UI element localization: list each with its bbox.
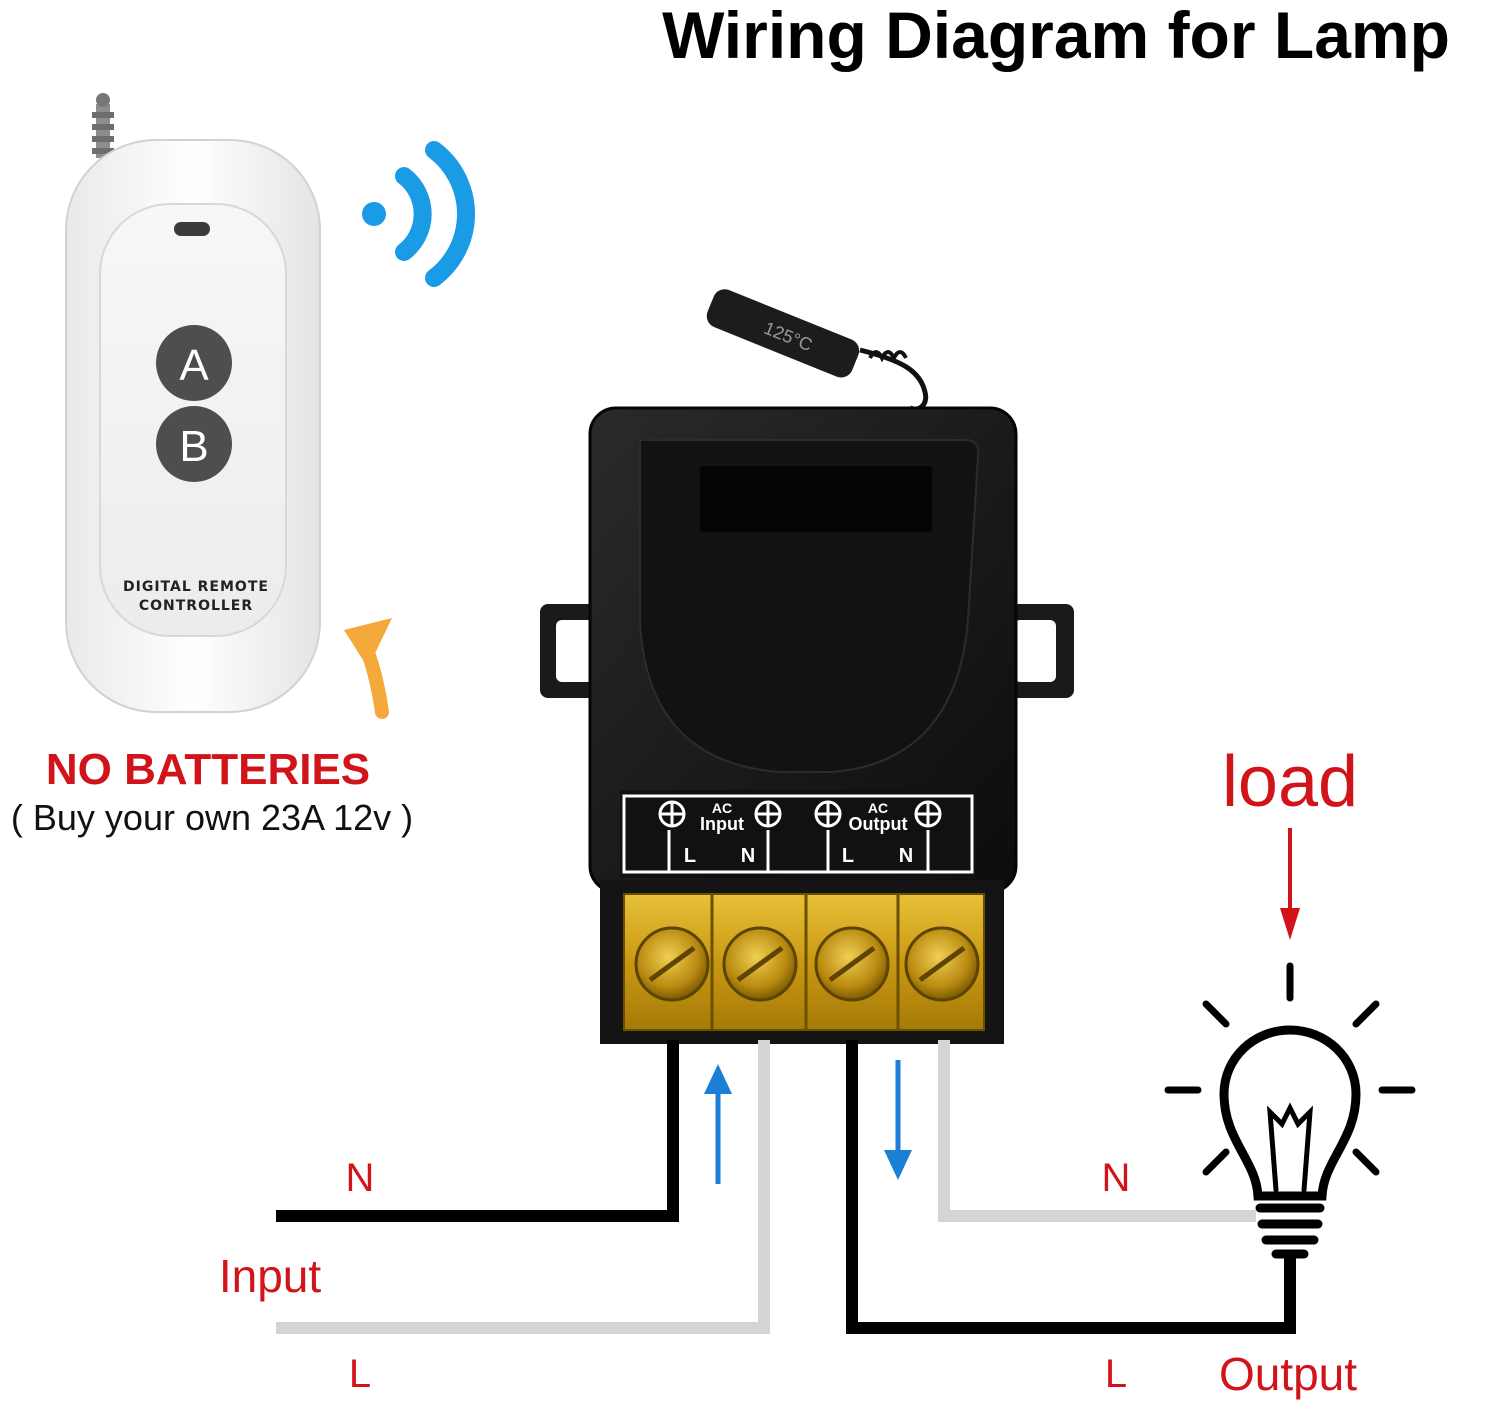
input-n-wire xyxy=(276,1040,679,1222)
remote-button-a-label: A xyxy=(179,341,209,390)
input-l-label: L xyxy=(349,1352,371,1396)
output-n-label: N xyxy=(1102,1156,1131,1200)
antenna-icon xyxy=(92,93,114,158)
terminal-label-output-l: L xyxy=(842,845,854,867)
output-n-wire xyxy=(938,1040,1256,1222)
battery-note: ( Buy your own 23A 12v ) xyxy=(11,797,413,838)
relay-module: 125°C AC Input AC Output L N L N xyxy=(540,289,1074,1044)
status-window xyxy=(700,466,932,532)
flow-arrow-up-icon xyxy=(704,1064,732,1184)
remote-label-line2: CONTROLLER xyxy=(139,598,253,614)
output-group-label: Output xyxy=(849,814,908,834)
light-bulb-icon xyxy=(1164,962,1416,1259)
diagram-title: Wiring Diagram for Lamp xyxy=(662,0,1450,72)
input-label: Input xyxy=(219,1250,322,1302)
wireless-signal-icon xyxy=(362,141,475,287)
led-indicator-icon xyxy=(174,222,210,236)
terminal-screw-output-n[interactable] xyxy=(904,926,980,1002)
remote-control: A B DIGITAL REMOTE CONTROLLER xyxy=(65,93,321,713)
input-l-wire xyxy=(276,1040,770,1334)
terminal-label-output-n: N xyxy=(899,845,913,867)
input-group-label: Input xyxy=(700,814,744,834)
input-n-label: N xyxy=(346,1156,375,1200)
terminal-label-input-n: N xyxy=(741,845,755,867)
remote-button-b-label: B xyxy=(179,422,208,471)
hint-arrow-icon xyxy=(344,618,392,719)
terminal-screw-input-n[interactable] xyxy=(722,926,798,1002)
wires xyxy=(276,1040,1296,1334)
input-ac-label: AC xyxy=(712,800,732,816)
terminal-screw-symbols xyxy=(658,800,942,828)
load-label: load xyxy=(1222,742,1358,822)
remote-button-a[interactable]: A xyxy=(156,325,232,401)
load-arrow-icon xyxy=(1280,828,1300,940)
output-l-wire xyxy=(846,1040,1296,1334)
no-batteries-headline: NO BATTERIES xyxy=(46,745,370,794)
remote-button-b[interactable]: B xyxy=(156,406,232,482)
remote-label-line1: DIGITAL REMOTE xyxy=(123,579,269,595)
terminal-screw-output-l[interactable] xyxy=(814,926,890,1002)
output-l-label: L xyxy=(1105,1352,1127,1396)
flow-arrow-down-icon xyxy=(884,1060,912,1180)
terminal-label-input-l: L xyxy=(684,845,696,867)
output-label: Output xyxy=(1219,1348,1357,1400)
receiver-antenna: 125°C xyxy=(706,289,929,412)
output-ac-label: AC xyxy=(868,800,888,816)
terminal-screw-input-l[interactable] xyxy=(634,926,710,1002)
